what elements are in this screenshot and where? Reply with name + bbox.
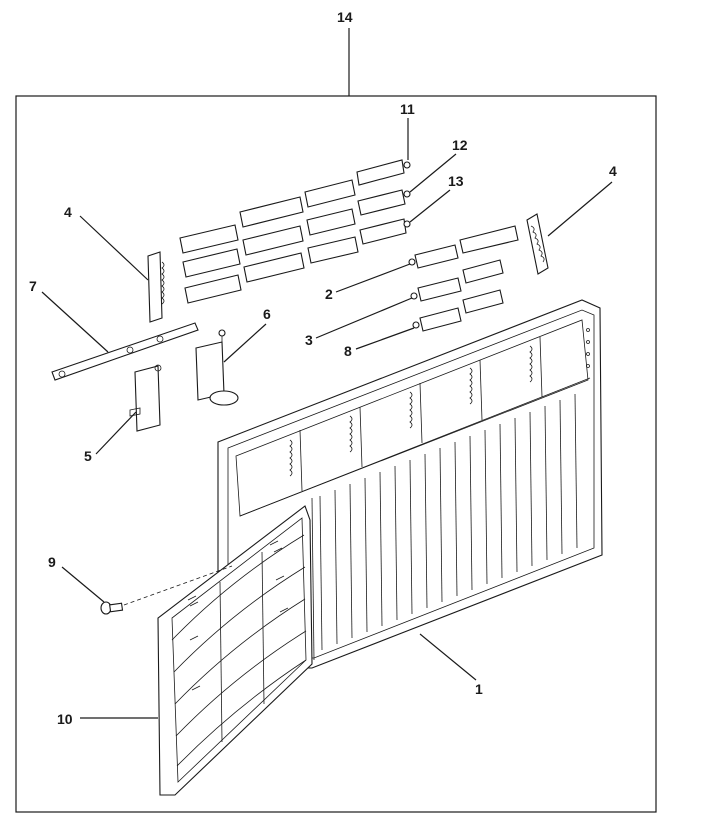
callout-10: 10 [57,711,73,727]
callout-8: 8 [344,343,352,359]
grille-door [157,505,313,796]
callout-12: 12 [452,137,468,153]
diagram-border [15,95,657,813]
callout-3: 3 [305,332,313,348]
leader-5 [95,411,137,455]
screw-part [100,601,124,615]
leader-1 [419,633,477,681]
leader-9-dashed [123,565,233,606]
callout-1: 1 [475,681,483,697]
callout-13: 13 [448,173,464,189]
leader-6 [223,323,267,363]
leader-2 [335,263,411,293]
leader-7 [41,291,109,353]
leader-3 [315,297,413,339]
small-bracket-5 [129,364,162,432]
callout-4-left: 4 [64,204,72,220]
callout-4-right: 4 [609,163,617,179]
callout-9: 9 [48,554,56,570]
short-vanes-group [408,225,519,332]
knob-bracket-6 [195,329,239,406]
left-bracket [147,251,165,323]
vane-assembly-group [179,159,411,304]
leader-13 [409,189,451,223]
leader-4-right [547,181,613,237]
leader-4-left [79,215,149,281]
grille-frame [217,299,603,669]
callout-14: 14 [337,9,353,25]
leader-8 [355,327,415,350]
leader-9 [61,566,105,603]
callout-11: 11 [400,101,415,117]
rod-part [51,322,199,381]
callout-2: 2 [325,286,333,302]
callout-5: 5 [84,448,92,464]
leader-12 [409,153,457,193]
right-bracket [526,213,549,275]
callout-7: 7 [29,278,37,294]
callout-6: 6 [263,306,271,322]
